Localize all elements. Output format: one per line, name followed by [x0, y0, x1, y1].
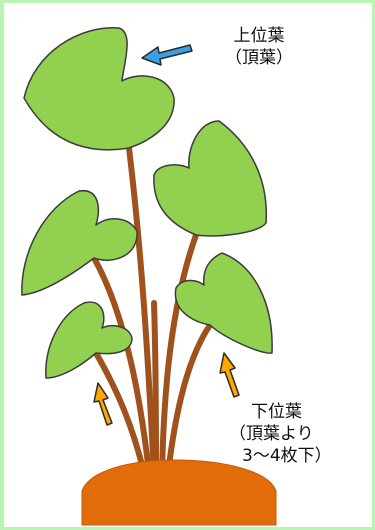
leaf-left-middle	[21, 190, 138, 296]
pot	[81, 459, 277, 526]
stem-center	[151, 300, 159, 476]
stem-left-mid-leaf	[91, 255, 152, 476]
stem-right-mid-leaf	[159, 232, 199, 476]
stem-left-low-leaf	[93, 350, 147, 476]
leaves	[21, 27, 273, 379]
leaf-right-upper	[153, 120, 268, 237]
leaf-top	[23, 27, 175, 151]
upper-leaf-label: 上位葉 （頂葉）	[209, 25, 309, 69]
lower-leaf-label-line2: （頂葉より	[229, 424, 314, 444]
upper-leaf-arrow	[141, 44, 193, 66]
leaf-left-lower	[45, 301, 133, 379]
upper-leaf-label-line1: 上位葉	[233, 26, 285, 46]
stems	[91, 145, 213, 476]
stem-top-leaf	[126, 145, 157, 476]
upper-leaf-label-line2: （頂葉）	[225, 48, 293, 68]
plant-diagram	[21, 27, 277, 526]
lower-leaf-label-line3: 3～4枚下）	[242, 446, 332, 466]
lower-leaf-arrow-right	[219, 352, 240, 398]
lower-leaf-label-line1: 下位葉	[251, 402, 302, 422]
lower-leaf-arrow-left	[93, 382, 113, 426]
leaf-right-lower	[174, 252, 273, 354]
stem-right-low-leaf	[165, 322, 213, 476]
lower-leaf-label: 下位葉 （頂葉より 3～4枚下）	[229, 401, 369, 467]
